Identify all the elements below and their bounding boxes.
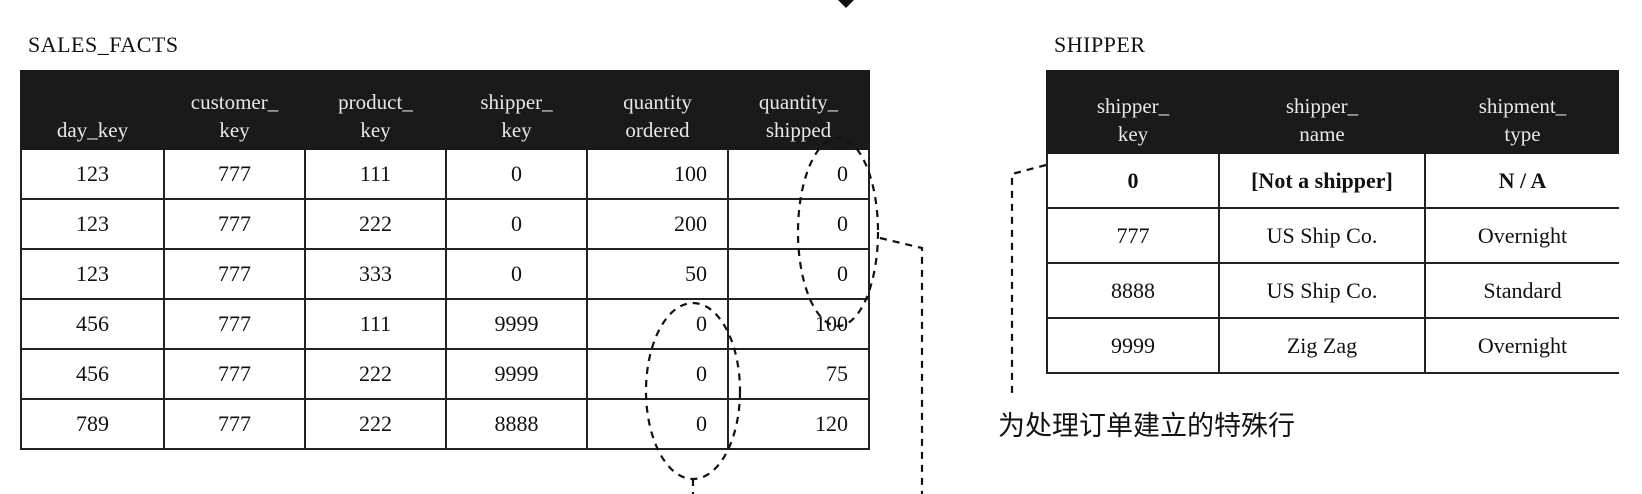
table-row-special: 0 [Not a shipper] N / A — [1046, 152, 1619, 209]
table-row: 123 777 222 0 200 0 — [20, 198, 870, 250]
cell-quantity-ordered: 100 — [586, 148, 729, 200]
cell-quantity-shipped: 120 — [727, 398, 870, 450]
cell-shipper-name: Zig Zag — [1218, 317, 1426, 374]
cell-quantity-ordered: 0 — [586, 348, 729, 400]
table-row: 777 US Ship Co. Overnight — [1046, 207, 1619, 264]
special-row-caption: 为处理订单建立的特殊行 — [998, 411, 1295, 442]
cell-quantity-ordered: 0 — [586, 298, 729, 350]
column-header-shipper-key: shipper_key — [1046, 70, 1220, 154]
column-header-quantity-shipped: quantity_shipped — [727, 70, 870, 150]
cell-customer-key: 777 — [163, 248, 306, 300]
cell-customer-key: 777 — [163, 298, 306, 350]
cell-customer-key: 777 — [163, 198, 306, 250]
cell-day-key: 456 — [20, 348, 165, 400]
cell-shipper-name: US Ship Co. — [1218, 262, 1426, 319]
cell-quantity-ordered: 50 — [586, 248, 729, 300]
column-header-customer-key: customer_key — [163, 70, 306, 150]
cell-product-key: 333 — [304, 248, 447, 300]
sales-facts-table: day_key customer_key product_key shipper… — [20, 70, 870, 450]
table-row: 123 777 111 0 100 0 — [20, 148, 870, 200]
column-header-shipper-key: shipper_key — [445, 70, 588, 150]
cell-product-key: 222 — [304, 348, 447, 400]
cell-product-key: 222 — [304, 198, 447, 250]
cell-shipper-name: [Not a shipper] — [1218, 152, 1426, 209]
column-header-shipper-name: shipper_name — [1218, 70, 1426, 154]
table-row: 123 777 333 0 50 0 — [20, 248, 870, 300]
table-row: 789 777 222 8888 0 120 — [20, 398, 870, 450]
cell-shipper-key: 8888 — [445, 398, 588, 450]
cell-shipper-key: 8888 — [1046, 262, 1220, 319]
cell-quantity-shipped: 75 — [727, 348, 870, 400]
cell-product-key: 111 — [304, 148, 447, 200]
cell-shipper-key: 0 — [445, 198, 588, 250]
cell-day-key: 789 — [20, 398, 165, 450]
shipper-title: SHIPPER — [1054, 32, 1146, 57]
cell-product-key: 222 — [304, 398, 447, 450]
connector-arrow-line-shipped — [879, 236, 924, 494]
table-row: 8888 US Ship Co. Standard — [1046, 262, 1619, 319]
column-header-shipment-type: shipment_type — [1424, 70, 1619, 154]
special-row-callout-line — [1010, 163, 1047, 396]
cell-shipper-name: US Ship Co. — [1218, 207, 1426, 264]
shipper-table: shipper_key shipper_name shipment_type 0… — [1046, 70, 1619, 374]
cell-quantity-shipped: 100 — [727, 298, 870, 350]
cell-product-key: 111 — [304, 298, 447, 350]
cell-customer-key: 777 — [163, 348, 306, 400]
cell-shipper-key: 0 — [445, 248, 588, 300]
cell-shipper-key: 0 — [1046, 152, 1220, 209]
cell-shipment-type: Overnight — [1424, 207, 1619, 264]
cell-quantity-shipped: 0 — [727, 148, 870, 200]
cell-shipment-type: Standard — [1424, 262, 1619, 319]
cell-quantity-ordered: 0 — [586, 398, 729, 450]
cell-quantity-ordered: 200 — [586, 198, 729, 250]
cell-shipper-key: 9999 — [1046, 317, 1220, 374]
cell-shipper-key: 0 — [445, 148, 588, 200]
cell-shipment-type: N / A — [1424, 152, 1619, 209]
cell-day-key: 456 — [20, 298, 165, 350]
column-header-product-key: product_key — [304, 70, 447, 150]
cell-shipper-key: 9999 — [445, 298, 588, 350]
cell-day-key: 123 — [20, 248, 165, 300]
cell-day-key: 123 — [20, 198, 165, 250]
table-row: 9999 Zig Zag Overnight — [1046, 317, 1619, 374]
top-arrow-head-icon — [838, 0, 854, 8]
cell-day-key: 123 — [20, 148, 165, 200]
cell-shipper-key: 9999 — [445, 348, 588, 400]
table-row: 456 777 111 9999 0 100 — [20, 298, 870, 350]
cell-customer-key: 777 — [163, 148, 306, 200]
table-row: 456 777 222 9999 0 75 — [20, 348, 870, 400]
cell-customer-key: 777 — [163, 398, 306, 450]
cell-shipment-type: Overnight — [1424, 317, 1619, 374]
column-header-day-key: day_key — [20, 70, 165, 150]
shipper-header-row: shipper_key shipper_name shipment_type — [1046, 70, 1619, 154]
cell-quantity-shipped: 0 — [727, 248, 870, 300]
sales-facts-title: SALES_FACTS — [28, 32, 179, 57]
sales-facts-header-row: day_key customer_key product_key shipper… — [20, 70, 870, 150]
cell-quantity-shipped: 0 — [727, 198, 870, 250]
cell-shipper-key: 777 — [1046, 207, 1220, 264]
